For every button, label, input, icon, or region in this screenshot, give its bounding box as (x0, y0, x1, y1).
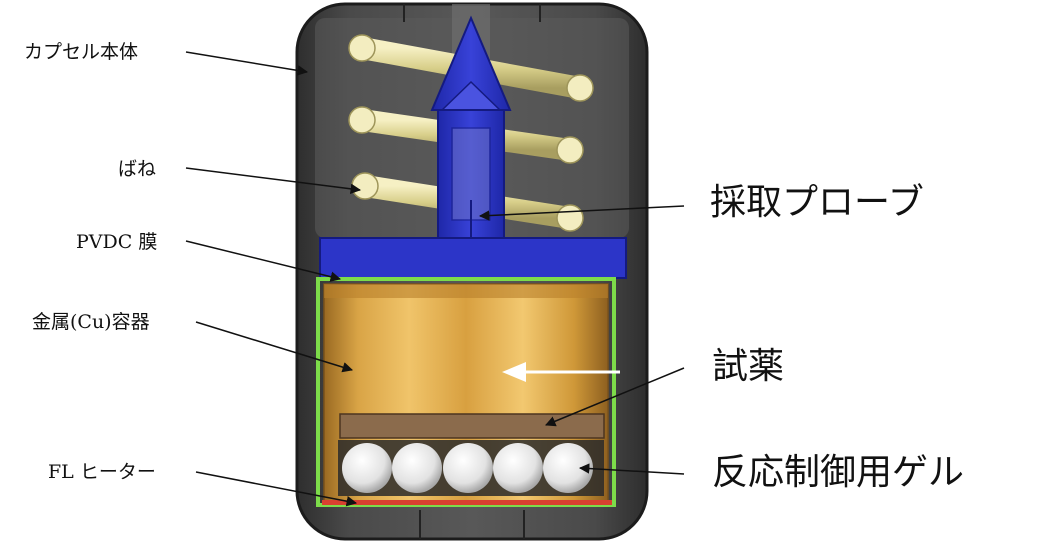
label-reaction-gel: 反応制御用ゲル (712, 452, 964, 493)
label-fl-heater: FL ヒーター (48, 461, 156, 483)
label-spring: ばね (118, 158, 156, 180)
arrow-fl-heater (195, 471, 358, 507)
label-sampling-probe: 採取プローブ (710, 182, 924, 223)
arrow-spring (185, 167, 362, 195)
label-metal-container: 金属(Cu)容器 (32, 311, 150, 333)
reaction-gel-balls (338, 440, 604, 496)
label-capsule-body: カプセル本体 (24, 41, 138, 63)
leader-lines (185, 51, 685, 507)
arrow-capsule-body (185, 51, 309, 76)
reagent-plate (339, 413, 605, 439)
arrow-reagent-head (502, 362, 526, 382)
arrow-metal-container (195, 321, 354, 373)
arrow-pvdc-film (185, 240, 342, 282)
fl-heater (322, 500, 612, 505)
label-reagent: 試薬 (712, 346, 784, 387)
arrow-reaction-gel (578, 463, 685, 475)
arrow-reagent-plate (545, 367, 685, 427)
label-pvdc-film: PVDC 膜 (76, 231, 157, 253)
arrow-sampling-probe (478, 205, 685, 221)
